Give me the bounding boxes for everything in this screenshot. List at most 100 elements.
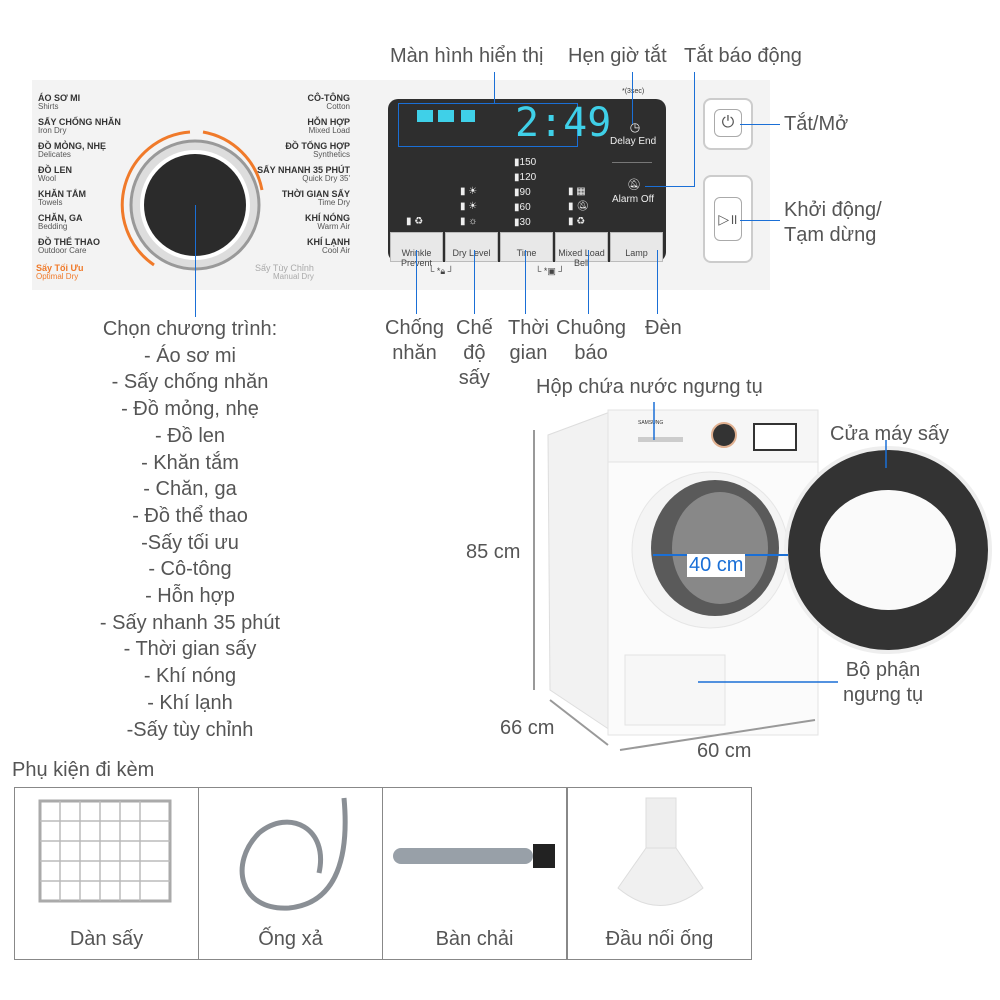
accessories-title: Phụ kiện đi kèm [12, 759, 155, 781]
dry-icon [417, 110, 433, 122]
option-indicator-icon: ▮ ▦ [568, 186, 586, 197]
program-list: Chọn chương trình: - Áo sơ mi - Sấy chống … [60, 316, 320, 743]
depth-dimension: 66 cm [500, 717, 555, 739]
label-bell: Chuông báo [556, 317, 627, 364]
height-dimension: 85 cm [466, 541, 521, 563]
option-indicator-icon: ▮ 🔕︎ [568, 201, 589, 212]
program-list-item: - Khí lạnh [147, 691, 233, 714]
label-start: Khởi động/ Tạm dừng [784, 199, 882, 246]
program-list-item: - Khí nóng [143, 665, 237, 688]
label-time: Thời gian [508, 317, 549, 364]
accessory-rack: Dàn sấy [14, 787, 199, 960]
three-sec-note: *(3sec) [622, 88, 645, 95]
wrinkle-indicator-icon: ▮ ♻ [406, 216, 424, 227]
alarm-off-label[interactable]: Alarm Off [612, 194, 655, 205]
drum-dimension: 40 cm [687, 554, 746, 577]
dry-level-indicator-icon: ▮ ☼ [460, 216, 478, 227]
wrinkle-icon [438, 110, 454, 122]
dial-orange-arc-right [202, 130, 264, 191]
time-level: ▮120 [514, 172, 537, 183]
divider [612, 162, 652, 163]
accessory-caption: Bàn chải [435, 928, 514, 950]
brush-icon [393, 844, 555, 868]
program-list-item: - Cô-tông [148, 558, 232, 581]
panel-button[interactable]: Lamp [610, 232, 663, 262]
label-lamp: Đèn [645, 317, 682, 339]
start-pause-button[interactable]: ▷॥ [703, 175, 753, 263]
drain-hose-icon [239, 797, 348, 911]
program-list-item: - Hỗn hợp [145, 585, 235, 608]
program-list-item: - Áo sơ mi [143, 344, 236, 367]
smart-check-icon: └ *▣ ┘ [535, 266, 565, 276]
width-dimension: 60 cm [697, 740, 752, 762]
accessory-brush: Bàn chải [382, 787, 567, 960]
program-list-item: - Đồ thể thao [132, 504, 248, 527]
depth-arrow [549, 699, 609, 746]
program-list-item: -Sấy tùy chỉnh [126, 718, 254, 741]
delay-end-label[interactable]: Delay End [610, 136, 657, 147]
power-icon: ⏻ [714, 109, 742, 137]
program-list-item: - Đồ mỏng, nhẹ [121, 398, 259, 421]
dry-level-indicator-icon: ▮ ☀ [460, 201, 478, 212]
program-list-item: - Khăn tắm [141, 451, 239, 474]
time-level: ▮30 [514, 217, 531, 228]
accessory-caption: Ống xả [258, 928, 323, 950]
program-list-item: - Thời gian sấy [123, 638, 257, 661]
accessory-hose: Ống xả [198, 787, 383, 960]
program-list-item: - Chăn, ga [143, 478, 237, 501]
panel-button[interactable]: Dry Level [445, 232, 498, 262]
pause-icon [461, 110, 475, 122]
time-level: ▮90 [514, 187, 531, 198]
program-list-item: - Đồ len [154, 424, 226, 447]
time-level: ▮60 [514, 202, 531, 213]
program-list-item: Chọn chương trình: [102, 318, 278, 340]
panel-button[interactable]: Time [500, 232, 553, 262]
label-condenser: Bộ phận ngưng tụ [843, 659, 924, 706]
program-list-item: -Sấy tối ưu [141, 531, 239, 554]
label-alarm: Tắt báo động [684, 45, 802, 67]
child-lock-icon: └ *🔒︎ ┘ [428, 266, 455, 276]
time-level: ▮150 [514, 157, 537, 168]
label-power: Tắt/Mở [784, 113, 849, 135]
display-screen [398, 103, 578, 147]
dry-level-indicator-icon: ▮ ☀ [460, 186, 478, 197]
width-arrow [619, 719, 816, 751]
option-indicator-icon: ▮ ♻ [568, 216, 586, 227]
label-delay: Hẹn giờ tắt [568, 45, 667, 67]
panel-button[interactable]: Mixed Load Bell [555, 232, 608, 268]
clock-icon: ◷ [629, 120, 641, 134]
label-drylevel: Chế độ sấy [456, 317, 493, 389]
dial-orange-arc [120, 130, 191, 267]
label-display: Màn hình hiển thị [390, 45, 544, 67]
hose-connector-icon [617, 797, 704, 906]
accessory-caption: Đầu nối ống [605, 928, 714, 950]
accessory-caption: Dàn sấy [69, 928, 144, 950]
label-tank: Hộp chứa nước ngưng tụ [536, 376, 763, 398]
svg-text:SAMSUNG: SAMSUNG [638, 420, 663, 426]
drying-rack-icon [38, 799, 172, 903]
program-list-item: - Sấy nhanh 35 phút [99, 611, 281, 634]
accessory-connector: Đầu nối ống [567, 787, 752, 960]
label-wrinkle: Chống nhăn [385, 317, 444, 364]
play-pause-icon: ▷॥ [714, 197, 742, 241]
program-list-item: - Sấy chống nhăn [111, 371, 269, 394]
label-door: Cửa máy sấy [830, 423, 949, 445]
dryer-illustration: SAMSUNG [533, 402, 992, 751]
display-time: 2:49 [515, 100, 612, 146]
